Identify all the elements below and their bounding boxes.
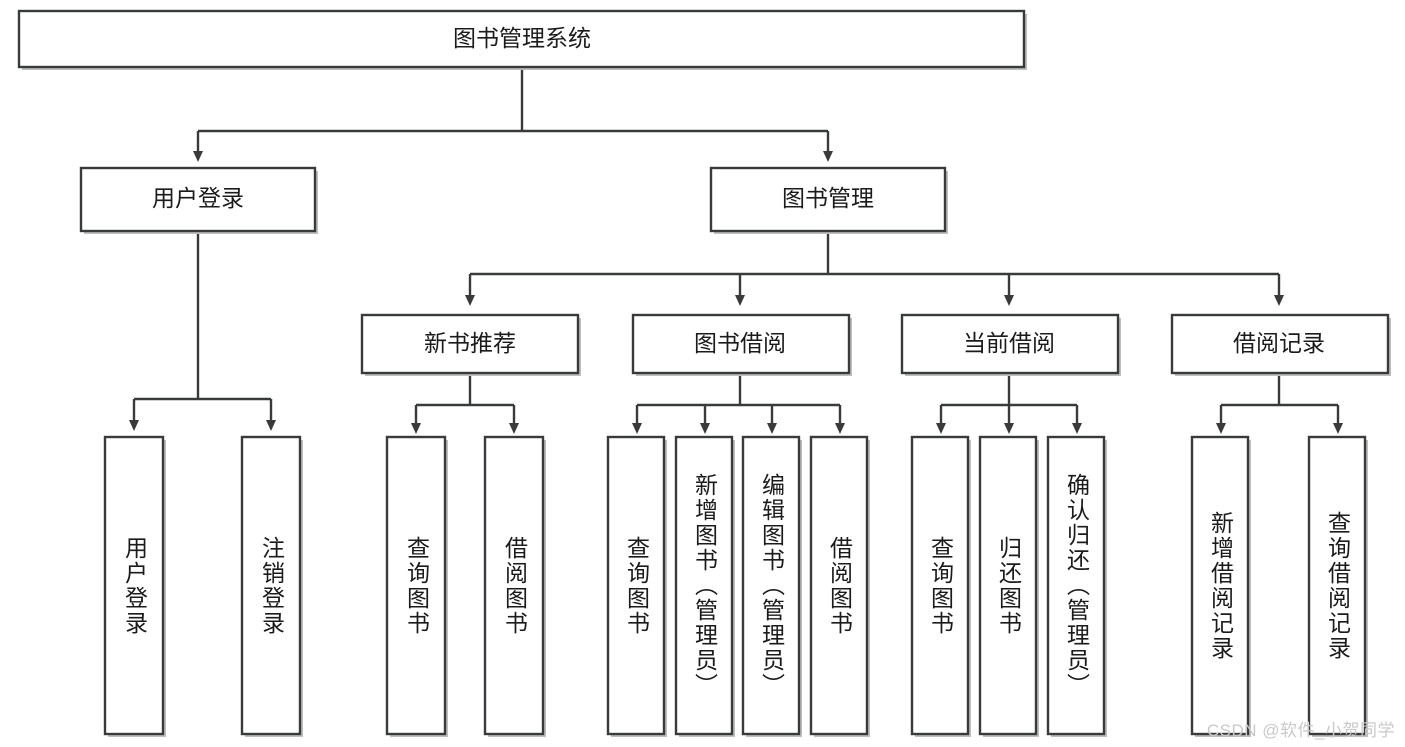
node-new-book-recommend[interactable]: 新书推荐 xyxy=(360,313,581,376)
connector-group-borrow-record xyxy=(1216,375,1343,434)
node-current-borrow[interactable]: 当前借阅 xyxy=(900,313,1121,376)
node-label: 图书管理 xyxy=(782,185,874,211)
node-label: 图书管理系统 xyxy=(453,25,591,51)
leaf-query-book-3[interactable] xyxy=(910,435,971,737)
node-label: 用户登录 xyxy=(152,185,244,211)
node-borrow-record[interactable]: 借阅记录 xyxy=(1170,313,1391,376)
leaf-query-record[interactable] xyxy=(1307,435,1368,737)
watermark-text: CSDN @软件_小贺同学 xyxy=(1206,721,1395,740)
node-label: 借阅记录 xyxy=(1233,330,1325,356)
node-label: 新书推荐 xyxy=(424,330,516,356)
leaf-user-logout[interactable] xyxy=(240,435,303,737)
node-label: 当前借阅 xyxy=(963,330,1055,356)
node-root-title[interactable]: 图书管理系统 xyxy=(17,9,1027,70)
leaf-query-book-2[interactable] xyxy=(606,435,667,737)
leaf-add-record[interactable] xyxy=(1190,435,1251,737)
leaf-borrow-book-2[interactable] xyxy=(809,435,870,737)
leaf-edit-book[interactable] xyxy=(741,435,802,737)
connector-group-book-borrow xyxy=(632,375,845,434)
leaf-query-book-1[interactable] xyxy=(385,435,448,737)
connector-group-current-borrow xyxy=(936,375,1082,434)
node-label: 图书借阅 xyxy=(694,330,786,356)
connector-group-new-book-recommend xyxy=(411,375,519,434)
connector-group-root xyxy=(193,67,833,162)
connector-group-user-login xyxy=(129,233,276,431)
leaf-add-book[interactable] xyxy=(674,435,735,737)
node-book-management[interactable]: 图书管理 xyxy=(709,166,948,234)
node-book-borrow[interactable]: 图书借阅 xyxy=(631,313,852,376)
node-user-login[interactable]: 用户登录 xyxy=(79,166,318,234)
leaf-confirm-return[interactable] xyxy=(1046,435,1107,737)
leaf-return-book[interactable] xyxy=(978,435,1039,737)
connector-group-book-management xyxy=(465,233,1284,306)
leaf-user-login[interactable] xyxy=(103,435,166,737)
leaf-borrow-book-1[interactable] xyxy=(483,435,546,737)
